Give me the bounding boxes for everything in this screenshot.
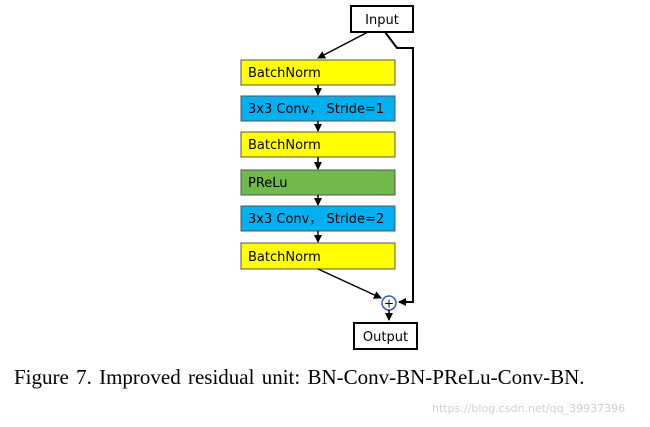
block-label: 3x3 Conv， Stride=2 xyxy=(248,212,384,227)
block-batchnorm-1: BatchNorm xyxy=(240,59,396,86)
block-conv-stride2: 3x3 Conv， Stride=2 xyxy=(240,205,396,232)
plus-icon: + xyxy=(384,297,394,311)
input-node: Input xyxy=(350,5,414,33)
batchnorm-to-sum-arrow xyxy=(317,268,382,299)
sum-node: + xyxy=(381,295,397,311)
residual-unit-diagram: Input BatchNorm 3x3 Conv， Stride=1 Batch… xyxy=(240,5,418,350)
block-label: 3x3 Conv， Stride=1 xyxy=(248,102,384,117)
watermark: https://blog.csdn.net/qq_39937396 xyxy=(432,402,626,415)
block-batchnorm-2: BatchNorm xyxy=(240,131,396,158)
input-to-batchnorm-arrow xyxy=(317,31,369,59)
block-conv-stride1: 3x3 Conv， Stride=1 xyxy=(240,95,396,122)
output-node: Output xyxy=(353,322,418,350)
block-label: PReLu xyxy=(248,176,288,191)
figure-caption: Figure 7. Improved residual unit: BN-Con… xyxy=(14,365,585,389)
input-label: Input xyxy=(365,13,399,28)
block-prelu: PReLu xyxy=(240,169,396,196)
skip-connection-arrow xyxy=(384,31,414,306)
block-batchnorm-3: BatchNorm xyxy=(240,242,396,270)
block-label: BatchNorm xyxy=(248,138,321,153)
block-label: BatchNorm xyxy=(248,66,321,81)
block-label: BatchNorm xyxy=(248,250,321,265)
output-label: Output xyxy=(363,330,408,345)
